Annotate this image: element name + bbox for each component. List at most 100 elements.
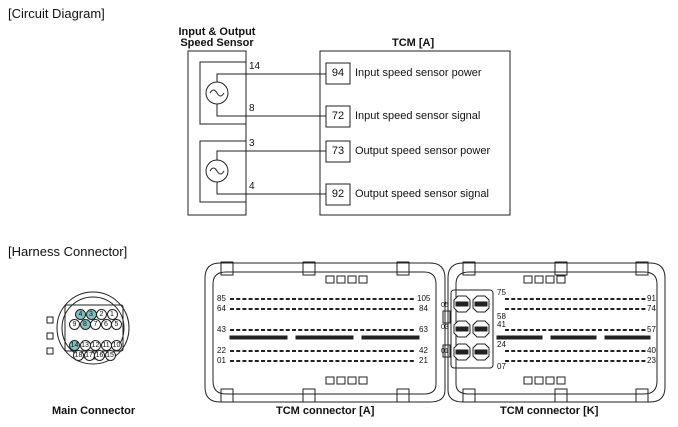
tcm-a-pin [360, 329, 365, 331]
tcm-a-pin [323, 350, 327, 352]
tcm-a-caption: TCM connector [A] [276, 405, 375, 417]
tcm-k-pin [573, 298, 578, 300]
tcm-a-pin [378, 360, 383, 362]
tcm-k-pin [529, 298, 534, 300]
tcm-k-pin [635, 308, 640, 310]
tcm-k-pin [585, 308, 590, 310]
tcm-k-pin [616, 308, 621, 310]
tcm-k-pin [579, 308, 584, 310]
tcm-k-pin [536, 360, 540, 362]
tcm-k-pin [629, 360, 633, 362]
tcm-pin-72: 72 [331, 110, 345, 122]
tcm-k-cavity-terminal [455, 326, 469, 332]
tcm-a-pin [304, 308, 309, 310]
tcm-a-pin [403, 308, 408, 310]
tcm-k-left-75: 75 [497, 288, 506, 297]
tcm-a-left-85: 85 [217, 294, 226, 303]
tcm-k-pin [560, 308, 565, 310]
tcm-a-pin [261, 298, 265, 300]
tcm-k-cavity-03: 03 [441, 324, 449, 331]
tcm-a-pin [230, 350, 234, 352]
tcm-a-pin [273, 350, 278, 352]
tcm-a-pin [354, 308, 358, 310]
tcm-k-pin [517, 308, 522, 310]
tcm-k-caption: TCM connector [K] [500, 405, 599, 417]
tcm-k-pin [536, 308, 540, 310]
tcm-k-pin [616, 360, 621, 362]
main-connector-pin-15: 15 [104, 350, 116, 361]
tcm-k-pin [567, 350, 571, 352]
tcm-a-pin [248, 298, 253, 300]
tcm-a-pin [310, 350, 315, 352]
tcm-a-pin [248, 350, 253, 352]
tcm-a-pin [254, 360, 259, 362]
tcm-a-pin [261, 308, 265, 310]
tcm-k-pin [567, 329, 571, 331]
tcm-k-cavity-01: 01 [441, 348, 449, 355]
tcm-k-pin [517, 350, 522, 352]
tcm-k-pin [554, 308, 559, 310]
tcm-a-pin [366, 350, 371, 352]
tcm-k-pin [591, 298, 596, 300]
tcm-a-pin [230, 298, 234, 300]
tcm-k-pin [554, 360, 559, 362]
tcm-k-pin [560, 329, 565, 331]
tcm-k-right-40: 40 [647, 346, 656, 355]
tcm-k-pin [567, 360, 571, 362]
tcm-k-pin [511, 298, 516, 300]
tcm-k-pin [505, 298, 509, 300]
input-sensor-box [199, 61, 247, 125]
tcm-a-pin [248, 360, 253, 362]
tcm-k-pin [585, 298, 590, 300]
tcm-a-pin [391, 308, 396, 310]
tcm-k-pin [622, 308, 627, 310]
tcm-k-pin [523, 360, 528, 362]
tcm-k-pin [573, 360, 578, 362]
tcm-a-pin [409, 329, 414, 331]
tcm-label-output-signal: Output speed sensor signal [355, 188, 489, 200]
tcm-k-pin [536, 329, 540, 331]
tcm-a-pin [372, 350, 377, 352]
tcm-a-pin [360, 360, 365, 362]
tcm-a-pin [267, 298, 272, 300]
tcm-k-pin [629, 350, 633, 352]
tcm-k-pin [579, 298, 584, 300]
tcm-a-pin [230, 329, 234, 331]
output-sensor-box [199, 140, 247, 203]
tcm-a-pin [409, 350, 414, 352]
tcm-k-pin [610, 360, 615, 362]
tcm-a-pin [273, 308, 278, 310]
tcm-a-pin [329, 350, 334, 352]
tcm-k-pin [591, 308, 596, 310]
tcm-a-pin [323, 298, 327, 300]
main-connector [46, 291, 130, 365]
tcm-a-pin [323, 329, 327, 331]
tcm-a-pin [273, 360, 278, 362]
tcm-a-pin [254, 298, 259, 300]
tcm-title: TCM [A] [392, 37, 435, 49]
tcm-k-pin [542, 308, 547, 310]
tcm-a-left-64: 64 [217, 304, 226, 313]
tcm-k-pin [591, 329, 596, 331]
tcm-a-pin [242, 308, 247, 310]
tcm-label-input-signal: Input speed sensor signal [355, 110, 481, 122]
tcm-a-pin [242, 350, 247, 352]
tcm-a-pin [335, 298, 340, 300]
tcm-k-pin [585, 329, 590, 331]
tcm-k-left-07: 07 [497, 362, 506, 371]
tcm-pin-94: 94 [331, 67, 345, 79]
tcm-label-output-power: Output speed sensor power [355, 145, 491, 157]
tcm-a-pin [267, 308, 272, 310]
main-connector-pin-5: 5 [111, 319, 122, 330]
tcm-a-pin [378, 350, 383, 352]
tcm-a-pin [261, 329, 265, 331]
tcm-a-pin [304, 360, 309, 362]
tcm-k-pin [523, 350, 528, 352]
tcm-a-pin [316, 360, 321, 362]
tcm-a-pin [292, 350, 296, 352]
tcm-k-pin [629, 298, 633, 300]
tcm-pin-73: 73 [331, 145, 345, 157]
tcm-a-pin [360, 308, 365, 310]
tcm-k-pin [505, 308, 509, 310]
